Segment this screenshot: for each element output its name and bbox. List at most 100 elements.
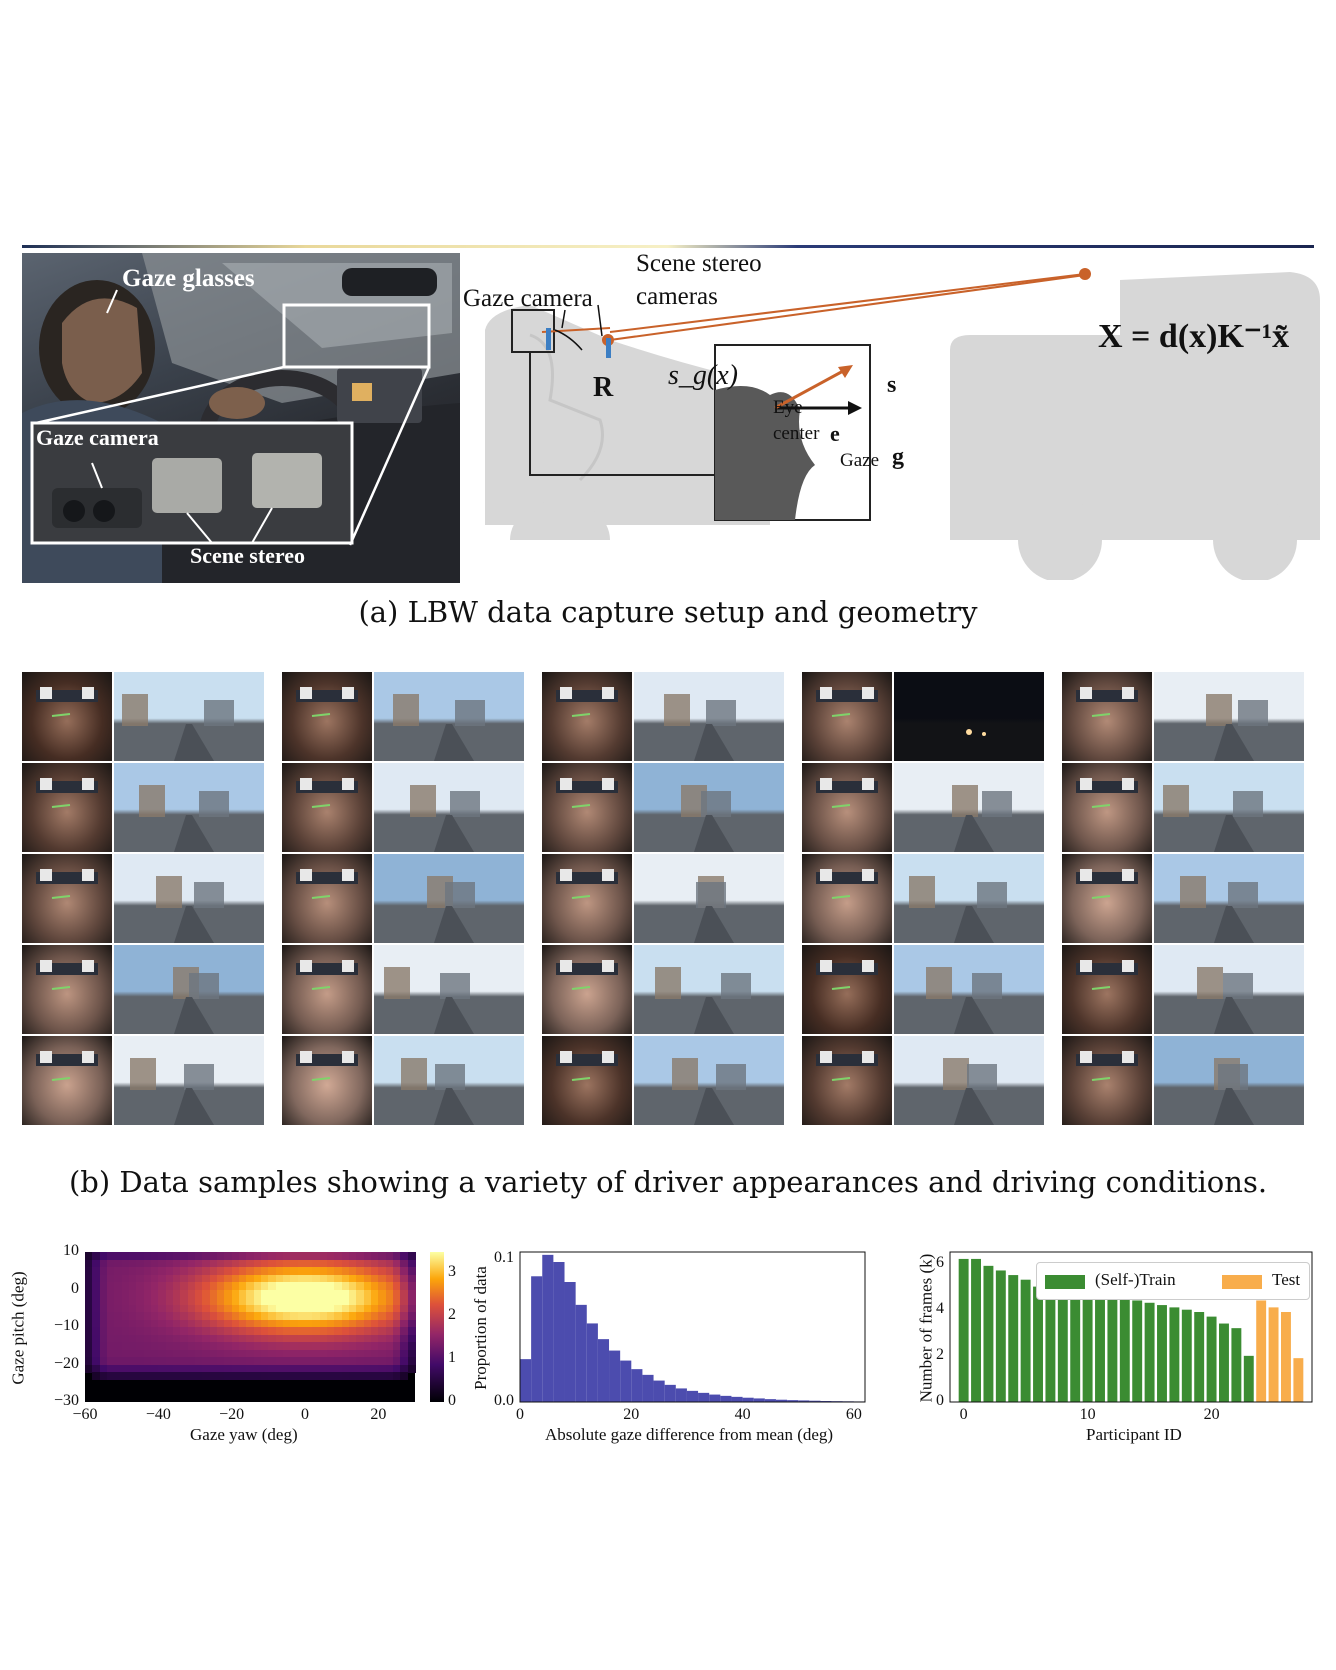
heatmap-cell: [400, 1304, 409, 1313]
heatmap-cell: [275, 1349, 284, 1358]
heatmap-cell: [341, 1319, 350, 1328]
histogram-bar: [597, 1339, 610, 1402]
heatmap-cell: [165, 1297, 174, 1306]
heatmap-cell: [195, 1349, 203, 1358]
heatmap-cell: [290, 1289, 299, 1298]
heatmap-cell: [312, 1289, 321, 1298]
legend-train-swatch: [1045, 1275, 1085, 1289]
heatmap-cell: [180, 1327, 189, 1336]
heatmap-cell: [209, 1334, 218, 1343]
heatmap-cell: [158, 1372, 167, 1381]
scene-stereo-photo-label: Scene stereo: [190, 543, 306, 568]
heatmap-cell: [378, 1349, 387, 1358]
heatmap-cell: [107, 1289, 115, 1298]
heatmap-cell: [217, 1334, 225, 1343]
heatmap-cell: [246, 1282, 255, 1291]
heatmap-cell: [246, 1304, 255, 1313]
heatmap-cell: [297, 1319, 306, 1328]
heatmap-cell: [297, 1342, 306, 1351]
driver-face-tile: [542, 854, 632, 943]
heatmap-cell: [99, 1289, 108, 1298]
heatmap-cell: [99, 1252, 108, 1261]
heatmap-cell: [173, 1267, 181, 1276]
heatmap-cell: [85, 1252, 93, 1261]
heatmap-cell: [217, 1267, 225, 1276]
heatmap-cell: [209, 1304, 218, 1313]
heatmap-cell: [312, 1304, 321, 1313]
heatmap-cell: [407, 1259, 416, 1268]
heatmap-cell: [209, 1364, 218, 1373]
heatmap-cell: [283, 1342, 291, 1351]
heatmap-cell: [180, 1252, 189, 1261]
histogram-xlabel: Absolute gaze difference from mean (deg): [545, 1425, 834, 1444]
heatmap-cell: [283, 1297, 291, 1306]
heatmap-cell: [356, 1282, 365, 1291]
histogram-bar: [720, 1395, 732, 1402]
heatmap-cell: [290, 1357, 299, 1366]
heatmap-cell: [217, 1252, 225, 1261]
gaze-glasses-label: Gaze glasses: [122, 265, 255, 292]
heatmap-cell: [253, 1334, 262, 1343]
heatmap-cell: [334, 1274, 343, 1283]
heatmap-cell: [261, 1304, 269, 1313]
heatmap-cell: [312, 1334, 321, 1343]
heatmap-cell: [195, 1312, 203, 1321]
heatmap-cell: [165, 1327, 174, 1336]
heatmap-cell: [107, 1267, 115, 1276]
heatmap-cell: [158, 1349, 167, 1358]
heatmap-cell: [129, 1327, 137, 1336]
driving-scene-tile: [374, 672, 524, 761]
heatmap-cell: [136, 1327, 145, 1336]
heatmap-cell: [217, 1304, 225, 1313]
heatmap-cell: [121, 1274, 130, 1283]
histogram-xtick: 40: [734, 1406, 751, 1423]
heatmap-cell: [239, 1372, 247, 1381]
driver-face-tile: [1062, 945, 1152, 1034]
heatmap-cell: [283, 1282, 291, 1291]
heatmap-cell: [173, 1342, 181, 1351]
heatmap-cell: [217, 1282, 225, 1291]
heatmap-cell: [158, 1357, 167, 1366]
heatmap-cell: [393, 1312, 401, 1321]
heatmap-cell: [136, 1297, 145, 1306]
heatmap-cell: [151, 1267, 159, 1276]
heatmap-cell: [378, 1342, 387, 1351]
heatmap-cell: [187, 1259, 196, 1268]
bars-xtick: 20: [1203, 1406, 1220, 1423]
heatmap-cell: [363, 1267, 372, 1276]
heatmap-cell: [297, 1274, 306, 1283]
heatmap-cell: [143, 1349, 152, 1358]
heatmap-cell: [209, 1357, 218, 1366]
driver-face-tile: [1062, 672, 1152, 761]
gaze-symbol: g: [892, 444, 904, 470]
heatmap-cell: [385, 1327, 394, 1336]
heatmap-cell: [217, 1319, 225, 1328]
heatmap-cell: [202, 1319, 211, 1328]
heatmap-cell: [143, 1304, 152, 1313]
heatmap-cell: [92, 1267, 101, 1276]
heatmap-cell: [290, 1252, 299, 1261]
heatmap-cell: [209, 1252, 218, 1261]
heatmap-cell: [173, 1319, 181, 1328]
heatmap-cell: [202, 1349, 211, 1358]
heatmap-cell: [239, 1327, 247, 1336]
participant-bar: [958, 1258, 969, 1402]
heatmap-cell: [400, 1342, 409, 1351]
heatmap-cell: [151, 1304, 159, 1313]
heatmap-cell: [327, 1312, 335, 1321]
heatmap-cell: [327, 1304, 335, 1313]
heatmap-cell: [297, 1372, 306, 1381]
heatmap-cell: [327, 1349, 335, 1358]
heatmap-cell: [143, 1342, 152, 1351]
heatmap-cell: [393, 1282, 401, 1291]
heatmap-cell: [371, 1304, 379, 1313]
heatmap-cell: [253, 1349, 262, 1358]
heatmap-cell: [224, 1282, 233, 1291]
heatmap-cell: [246, 1327, 255, 1336]
heatmap-cell: [393, 1357, 401, 1366]
heatmap-cell: [239, 1259, 247, 1268]
heatmap-cell: [371, 1334, 379, 1343]
heatmap-cell: [136, 1349, 145, 1358]
heatmap-cell: [231, 1289, 240, 1298]
heatmap-cell: [107, 1297, 115, 1306]
